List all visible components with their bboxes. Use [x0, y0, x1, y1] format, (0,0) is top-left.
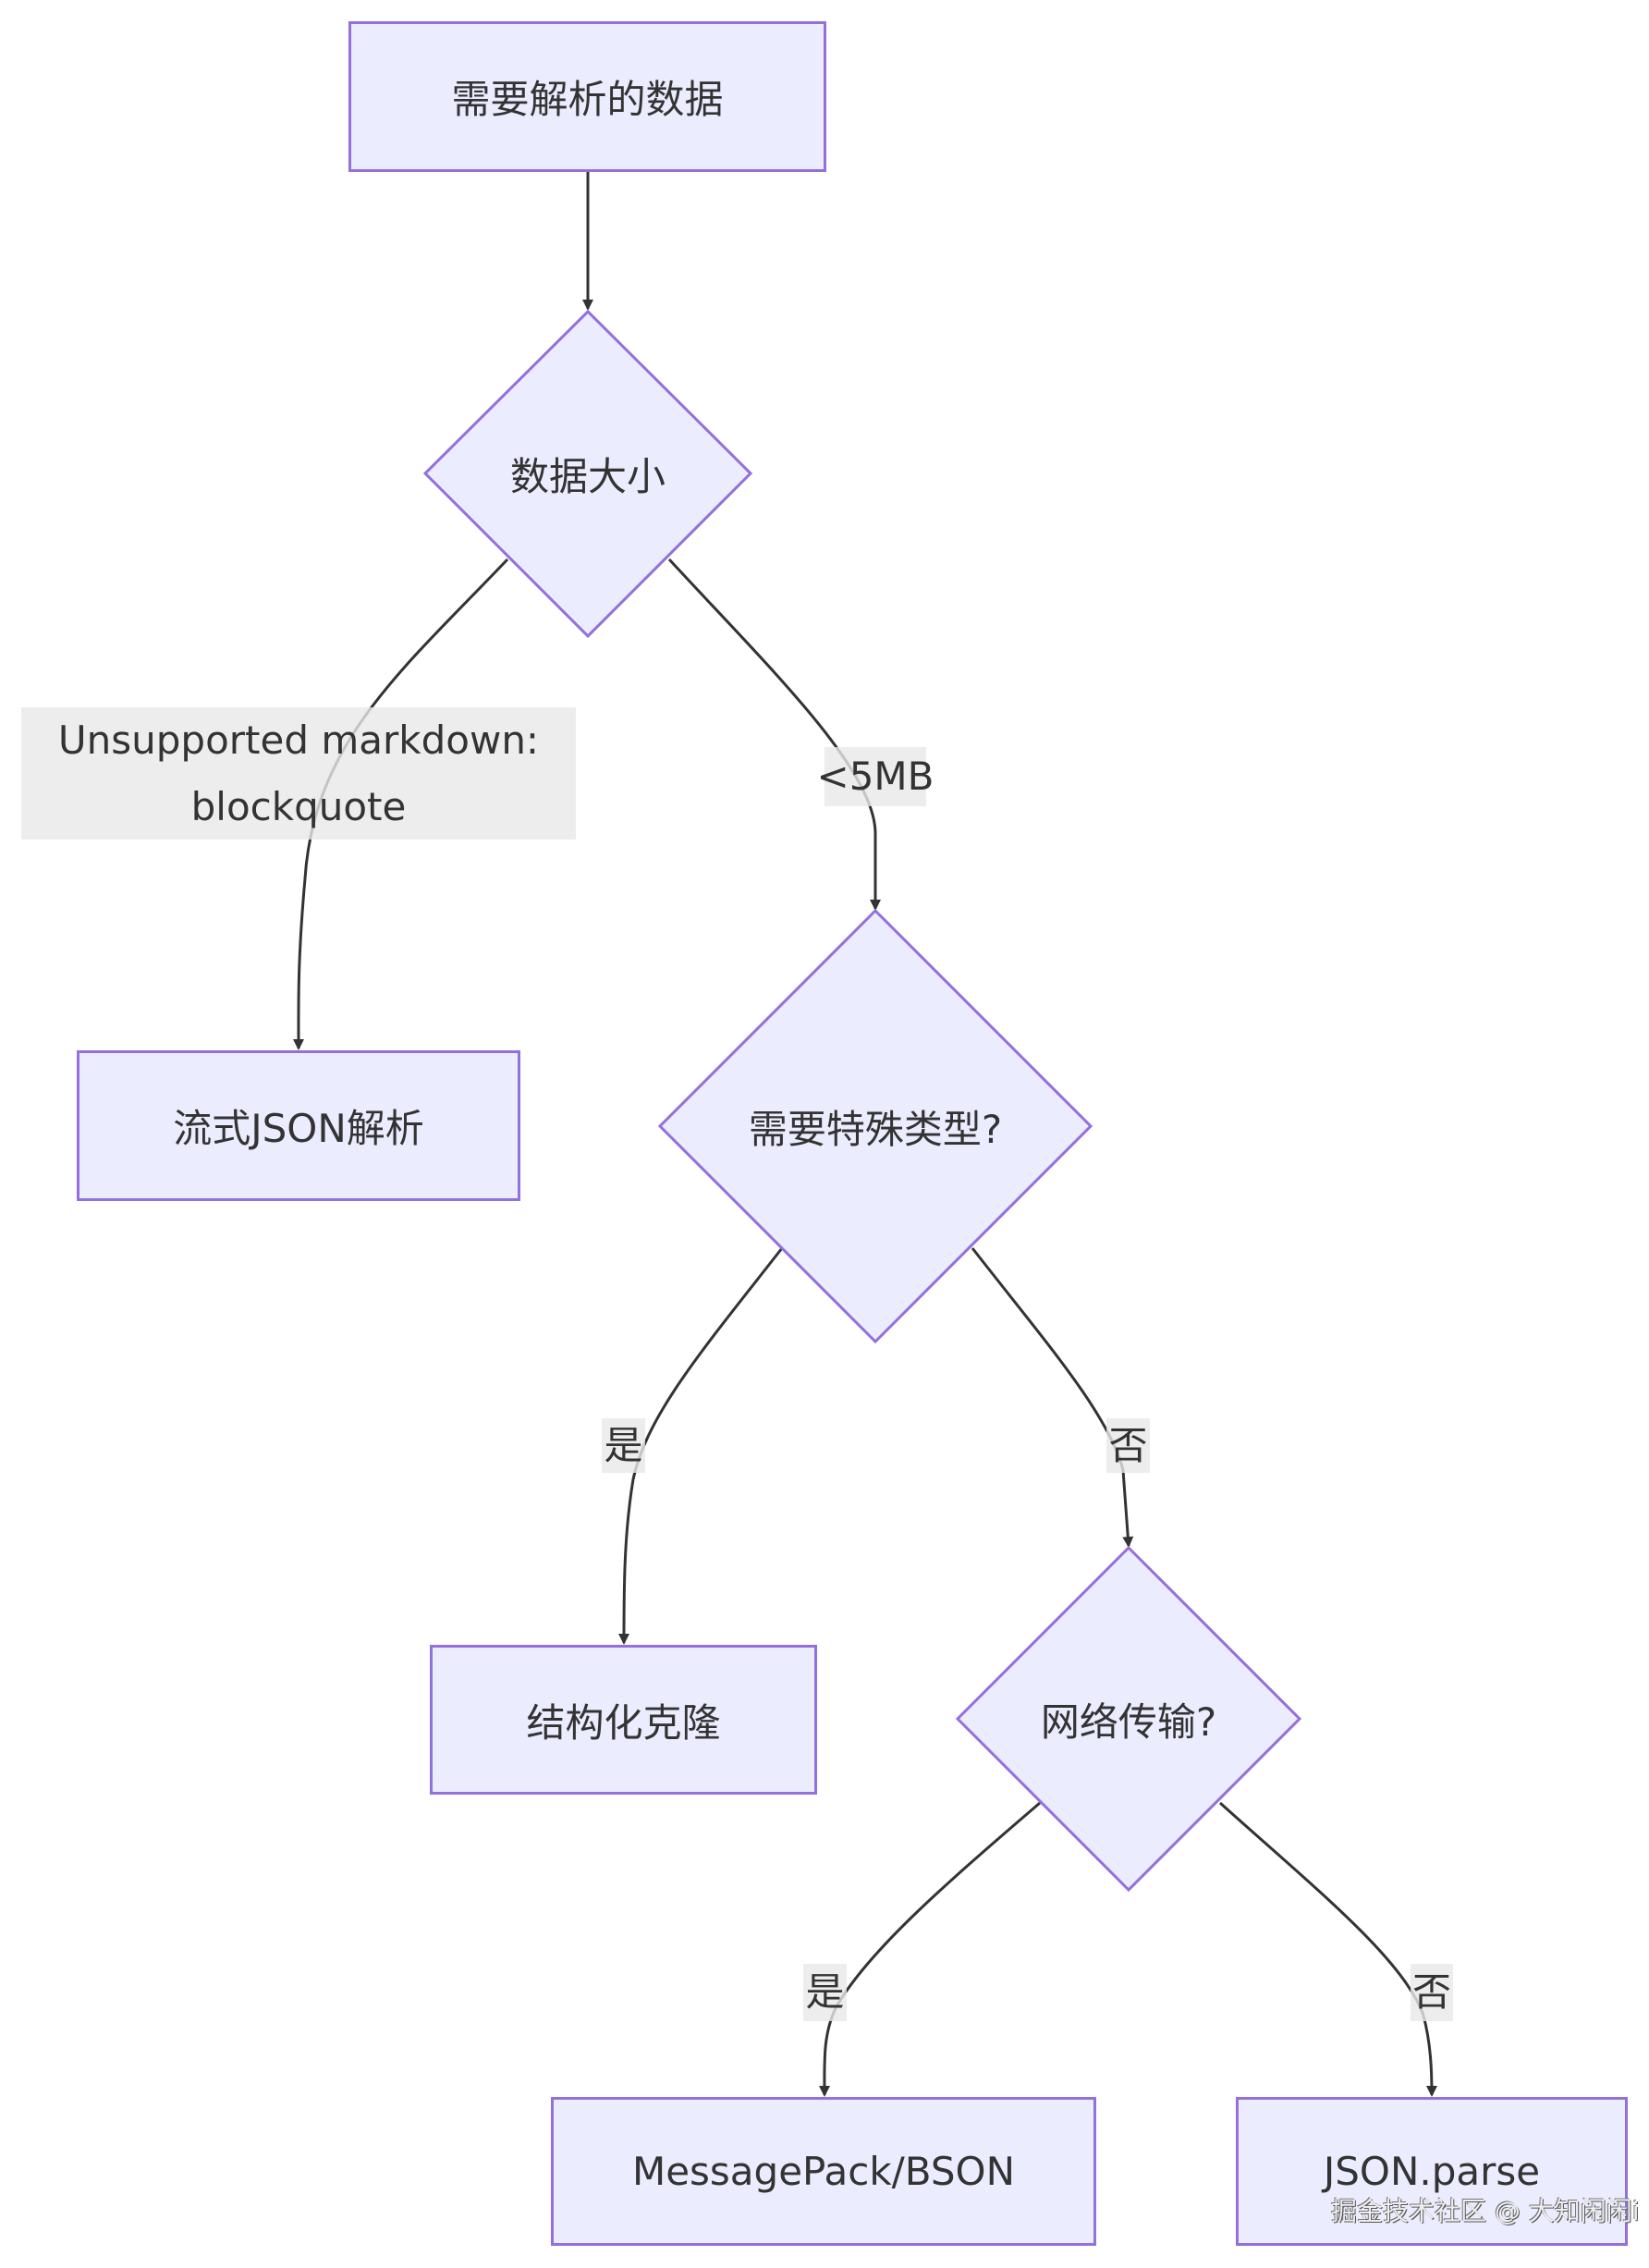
edge-label-line1: Unsupported markdown: [57, 717, 540, 763]
edge-label-network-yes: 是 [803, 1964, 847, 2021]
edge-label-network-no: 否 [1411, 1964, 1453, 2021]
node-stream: 流式JSON解析 [77, 1050, 520, 1201]
node-jsonparse: JSON.parse [1236, 2097, 1628, 2246]
node-size-label: 数据大小 [509, 453, 666, 499]
edge-label-size-large: Unsupported markdown: blockquote [21, 707, 576, 840]
node-clone: 结构化克隆 [430, 1645, 817, 1795]
watermark: 掘金技术社区 @ 大知闲闲i [1331, 2196, 1640, 2226]
edge-special-network [971, 1247, 1134, 1548]
edge-special-clone [618, 1247, 784, 1645]
decision-network-shape [955, 1545, 1302, 1893]
node-msgpack: MessagePack/BSON [551, 2097, 1096, 2246]
edge-network-jsonparse [1218, 1801, 1437, 2097]
node-network-label: 网络传输? [1040, 1698, 1217, 1745]
edge-label-special-yes: 是 [602, 1418, 645, 1473]
edge-network-msgpack [818, 1801, 1041, 2097]
edge-label-special-no: 否 [1106, 1418, 1150, 1473]
node-start: 需要解析的数据 [348, 21, 826, 172]
edge-size-special [667, 558, 881, 911]
edge-label-size-small: <5MB [817, 747, 934, 806]
decision-size-shape [422, 309, 753, 639]
edge-label-line2: blockquote [190, 783, 407, 829]
decision-special-shape [657, 908, 1093, 1344]
node-special-label: 需要特殊类型? [748, 1106, 1003, 1152]
